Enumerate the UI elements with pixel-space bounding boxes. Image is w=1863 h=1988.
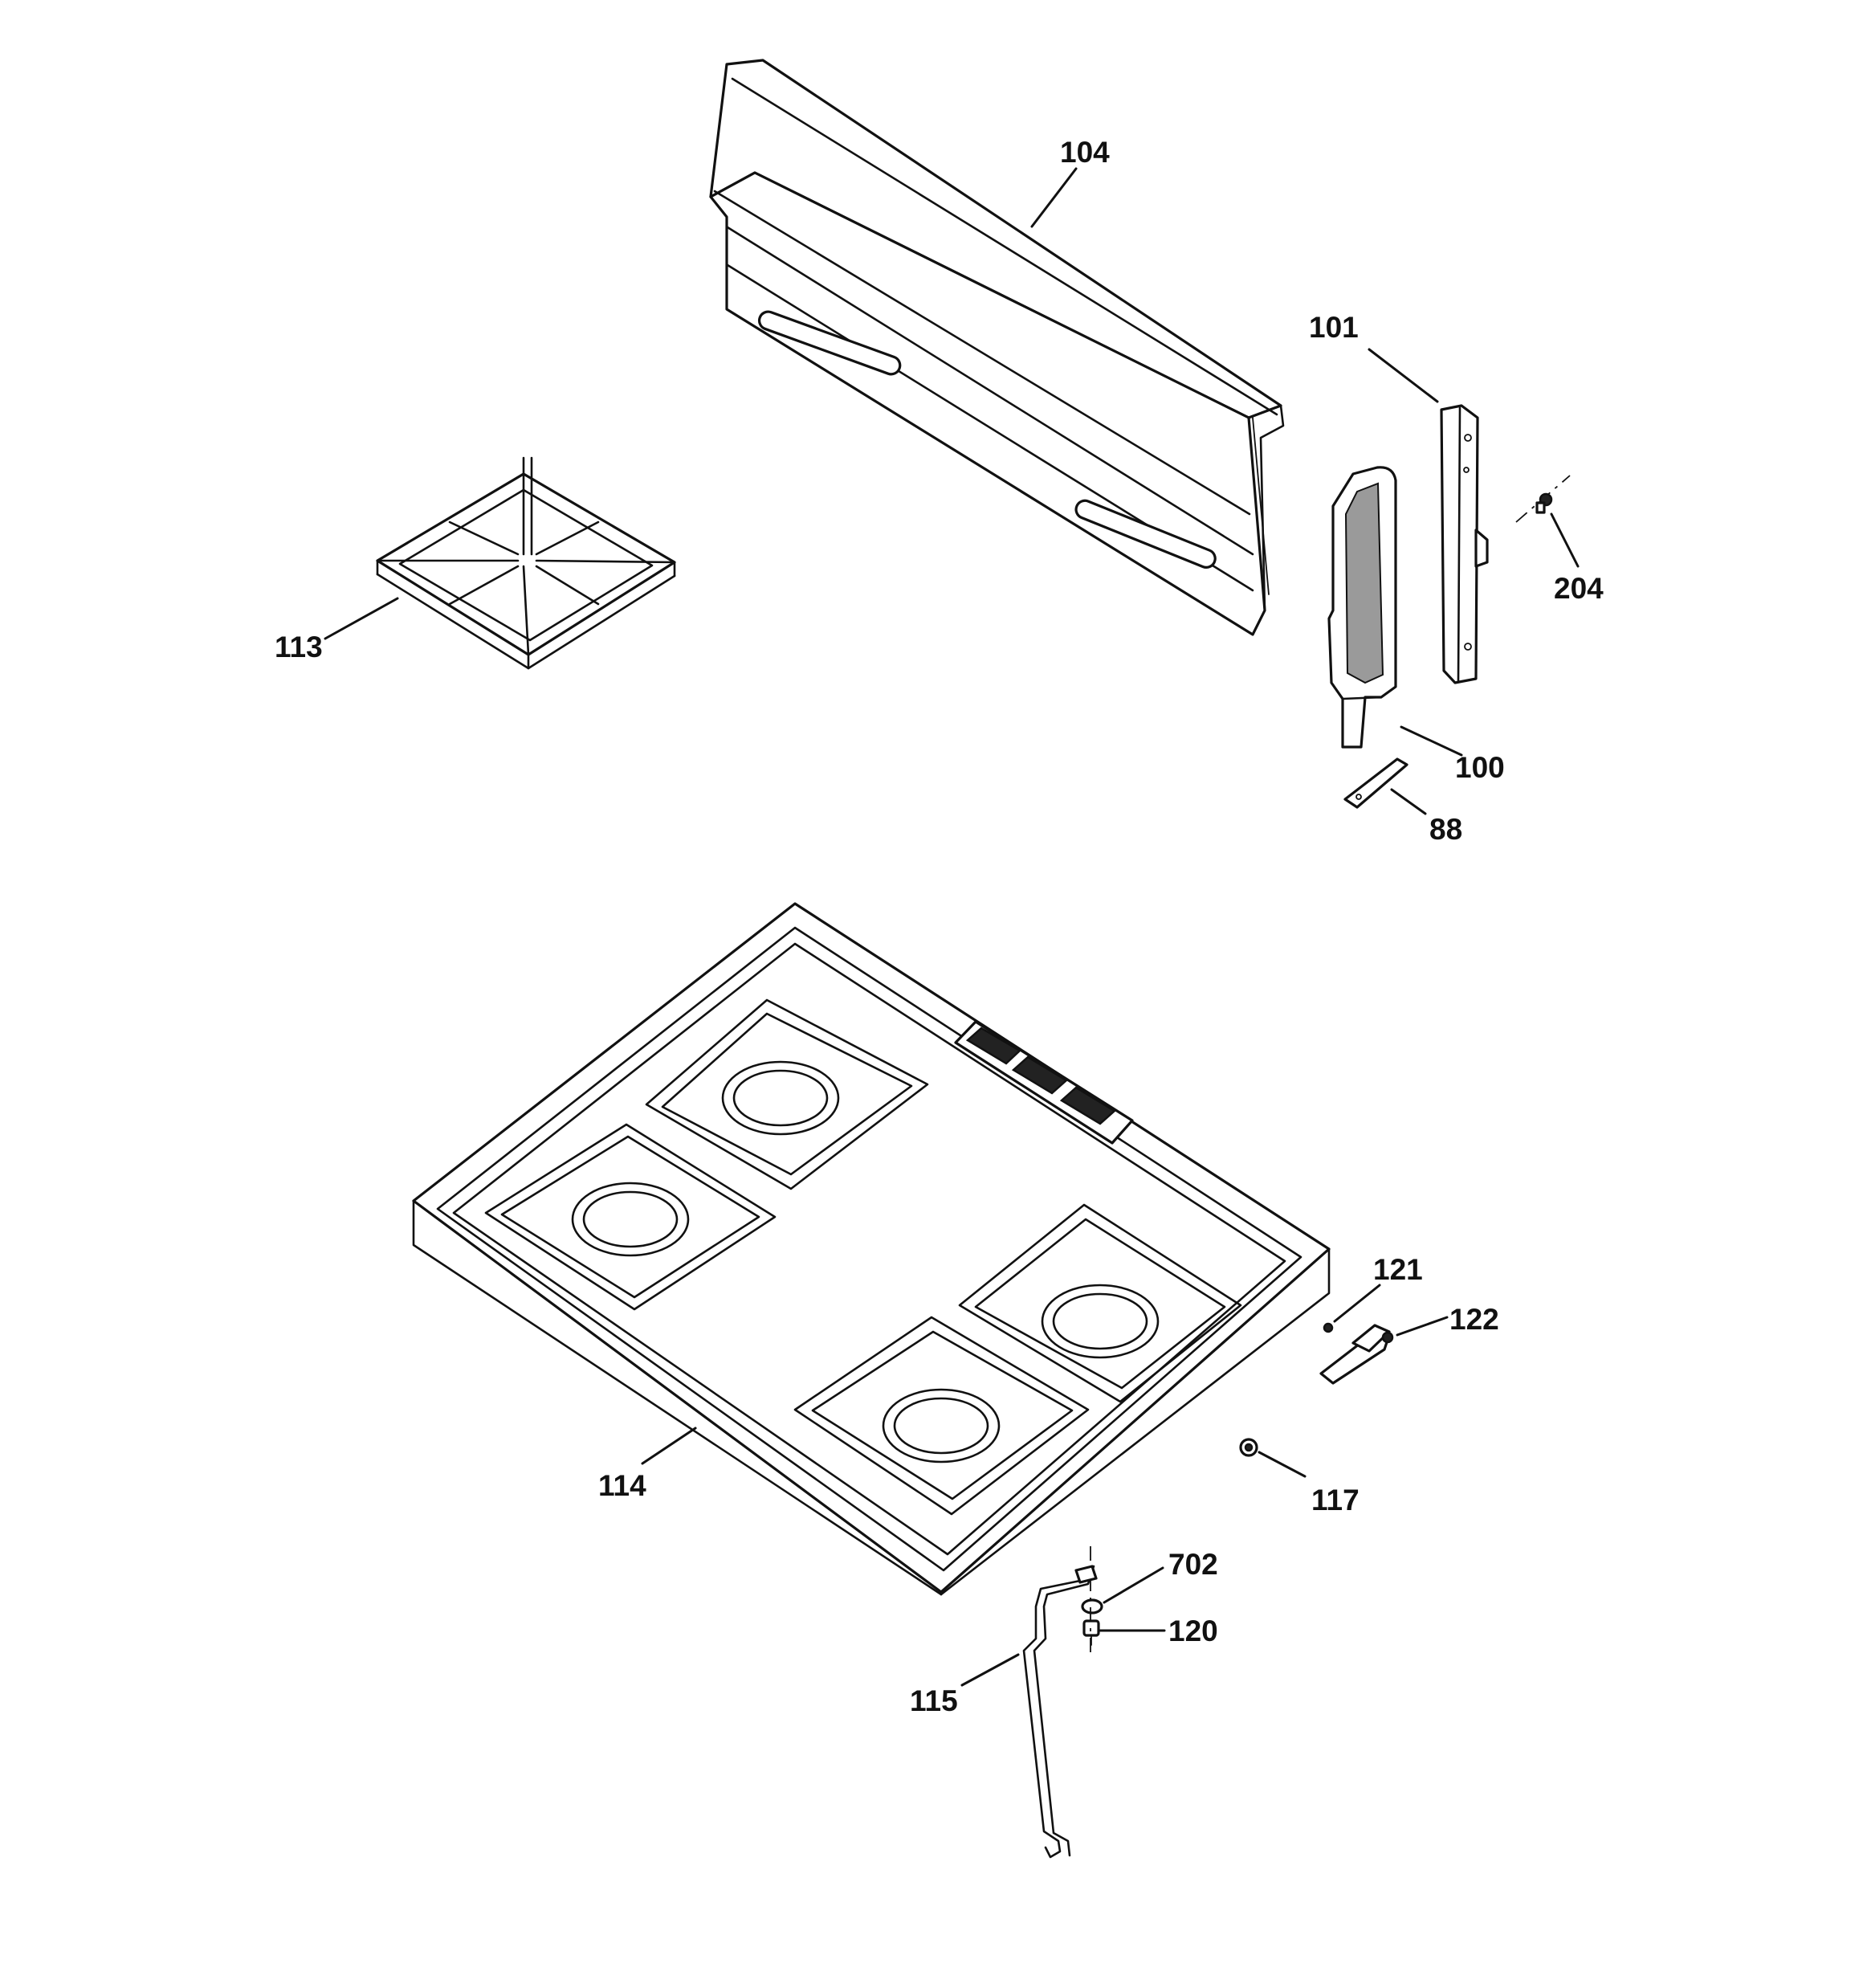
support-rod bbox=[1022, 1546, 1098, 1859]
bolt bbox=[1082, 1619, 1100, 1646]
callout-702: 702 bbox=[1168, 1548, 1218, 1581]
screw-121 bbox=[1323, 1322, 1334, 1333]
callout-121: 121 bbox=[1373, 1253, 1423, 1286]
callout-100: 100 bbox=[1455, 751, 1505, 784]
callout-122: 122 bbox=[1449, 1303, 1499, 1336]
callout-88: 88 bbox=[1429, 813, 1462, 846]
burner-grate bbox=[376, 456, 676, 670]
nut bbox=[1239, 1438, 1258, 1457]
callout-115: 115 bbox=[910, 1684, 958, 1717]
end-cap bbox=[1327, 466, 1397, 749]
washer bbox=[1081, 1598, 1103, 1614]
cooktop bbox=[412, 902, 1331, 1596]
latch-bracket bbox=[1319, 1324, 1394, 1385]
callout-101: 101 bbox=[1309, 311, 1359, 344]
screw-204 bbox=[1515, 475, 1571, 523]
side-bracket bbox=[1440, 404, 1489, 684]
callout-labels: 104 101 204 113 100 88 121 122 114 117 7… bbox=[275, 136, 1604, 1717]
backsplash-panel bbox=[709, 59, 1285, 636]
callout-204: 204 bbox=[1554, 572, 1604, 605]
callout-114: 114 bbox=[598, 1469, 646, 1502]
leader-lines bbox=[324, 167, 1580, 1687]
callout-117: 117 bbox=[1311, 1484, 1360, 1517]
callout-113: 113 bbox=[275, 631, 323, 663]
small-clip bbox=[1343, 757, 1408, 809]
callout-104: 104 bbox=[1060, 136, 1110, 169]
callout-120: 120 bbox=[1168, 1614, 1218, 1647]
